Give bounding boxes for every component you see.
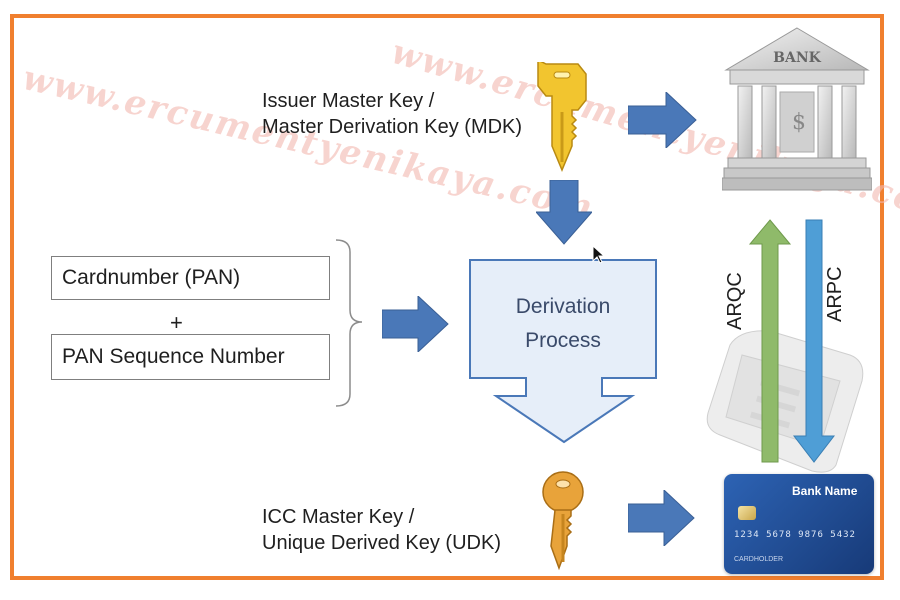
card-bank-name: Bank Name [792,484,858,498]
arrow-mdk-to-process [536,180,592,245]
psn-box: PAN Sequence Number [51,334,330,380]
input-bracket [335,239,363,407]
mdk-key-icon [537,62,587,172]
card-chip-icon [738,506,756,520]
process-label: Derivation Process [470,290,656,358]
arrow-mdk-to-bank [628,92,697,148]
bank-dollar-symbol: $ [792,110,806,135]
bank-building-icon [722,27,872,191]
udk-label-line2: Unique Derived Key (UDK) [262,532,501,554]
arqc-label: ARQC [724,272,746,330]
process-label-line1: Derivation [515,295,611,318]
udk-key-icon [542,471,584,571]
mdk-label-line1: Issuer Master Key / [262,90,435,112]
udk-label-line1: ICC Master Key / [262,506,415,528]
mouse-cursor-icon [592,245,606,264]
arrow-udk-to-card [628,490,695,546]
arpc-arrow [792,219,836,463]
derivation-process-box [469,259,657,444]
card-cardholder: CARDHOLDER [734,556,784,563]
arrow-inputs-to-process [382,296,449,352]
udk-label: ICC Master Key / Unique Derived Key (UDK… [262,504,501,556]
credit-card: Bank Name 1234 5678 9876 5432 CARDHOLDER [724,474,874,574]
mdk-label: Issuer Master Key / Master Derivation Ke… [262,88,522,140]
bank-sign: BANK [773,50,821,66]
card-number: 1234 5678 9876 5432 [734,530,856,540]
pan-box: Cardnumber (PAN) [51,256,330,300]
mdk-label-line2: Master Derivation Key (MDK) [262,116,523,138]
process-label-line2: Process [525,329,601,352]
plus-sign: + [170,310,183,335]
arpc-label: ARPC [824,266,846,322]
arqc-arrow [748,219,792,463]
